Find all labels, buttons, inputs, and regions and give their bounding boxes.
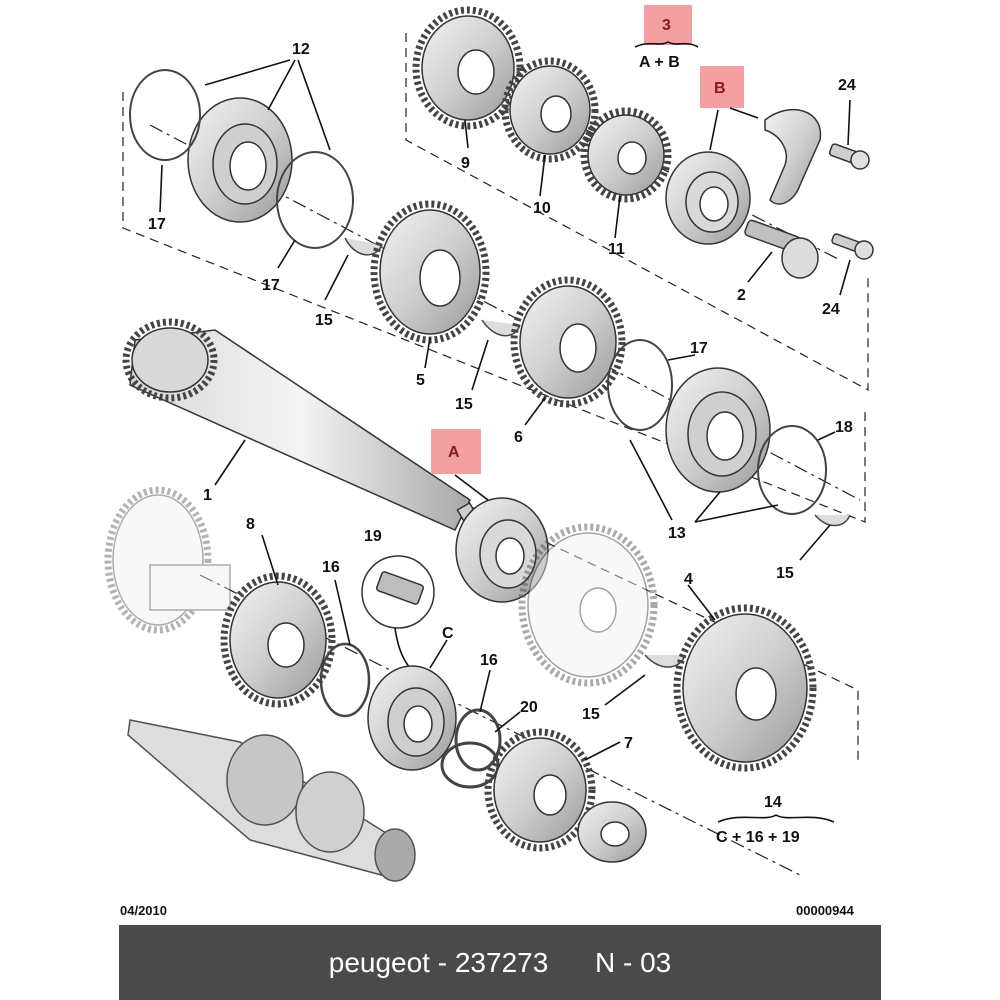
group-boundary-upper-right [405,33,870,392]
gear-part-4 [673,604,817,772]
synchro-part-c [367,665,457,771]
ring-part-16-right [454,708,502,772]
ghost-gear [518,523,658,687]
callout-label: 5 [416,372,425,389]
callout-label: 20 [520,699,538,716]
callout-label: 8 [246,516,255,533]
bearing-part-a [455,497,549,603]
inset-part-19 [361,555,435,629]
snap-ring-part-18 [757,425,827,515]
callout-label: 17 [262,277,280,294]
synchro-part-12 [187,97,293,223]
bearing-part-b [665,151,751,245]
half-washer-part-15-a [344,237,383,256]
half-washer-part-15-c [814,514,851,527]
callout-label: 18 [835,419,853,436]
bolt-part-24-lower [831,233,874,260]
leader-inset-19 [394,627,411,669]
bearing-small [577,801,647,863]
callout-label: 10 [533,200,551,217]
gear-part-11 [484,728,596,852]
half-washer-part-15-b [481,319,521,337]
caption-page: N - 03 [594,946,672,978]
group-14-formula: C + 16 + 19 [716,829,800,846]
callout-label: 19 [364,528,382,545]
snap-ring-part-17-middle [276,151,354,249]
gear-part-6 [510,276,626,408]
marker-a-label: A [448,444,460,461]
half-washer-part-15-d [644,654,686,668]
marker-3-box [644,5,692,45]
caption-part-number: 237273 [454,946,549,978]
bolt-part-24-upper [828,143,870,170]
callout-label: 13 [668,525,686,542]
callout-label: 15 [315,312,333,329]
callout-label: 24 [838,77,856,94]
callout-label: 2 [737,287,746,304]
marker-c-label: C [442,625,454,642]
callout-label: 4 [684,571,693,588]
group-14-number: 14 [764,794,782,811]
gear-part-7 [412,6,524,130]
callout-label: 17 [690,340,708,357]
circlip-part-20 [440,741,500,789]
shift-fork-bracket [764,109,822,205]
callout-label: 15 [582,706,600,723]
assembled-shaft-preview [127,719,416,882]
marker-a-box [431,429,481,474]
callout-label: 16 [322,559,340,576]
ring-part-16-left [319,642,371,718]
brace-group-14 [717,814,835,823]
gear-part-5 [370,200,490,344]
marker-b-label: B [714,80,726,97]
brace-group-3 [634,41,699,48]
gear-part-8 [501,57,599,163]
snap-ring-part-17-left [129,69,201,161]
callout-label: 9 [461,155,470,172]
callout-label: 17 [148,216,166,233]
callout-label: 15 [455,396,473,413]
marker-b-box [700,66,744,108]
diagram-code: 00000944 [796,903,855,918]
gear-part-10 [220,572,336,708]
callout-label: 12 [292,41,310,58]
snap-ring-part-17-right [607,339,673,431]
gear-part-9 [580,107,672,203]
group-3-formula: A + B [639,54,680,71]
leader-lines [159,59,851,761]
callout-label: 15 [776,565,794,582]
ghost-shaft-assembly [104,486,231,634]
callout-label: 6 [514,429,523,446]
callout-label: 11 [608,241,625,258]
callout-label: 1 [203,487,212,504]
callout-label: 24 [822,301,840,318]
screw-part-2 [744,219,819,279]
caption-bar: peugeot - 237273 N - 03 [119,925,881,1000]
diagram-date: 04/2010 [120,903,167,918]
group-boundary-middle [122,92,866,523]
caption-sep: - [429,946,455,978]
caption-gap [548,947,595,979]
synchro-part-13 [665,367,771,493]
callout-label: 7 [624,735,633,752]
group-boundary-lower [329,439,859,760]
marker-3-label: 3 [662,17,671,34]
caption-brand: peugeot [328,946,430,978]
callout-label: 16 [480,652,498,669]
